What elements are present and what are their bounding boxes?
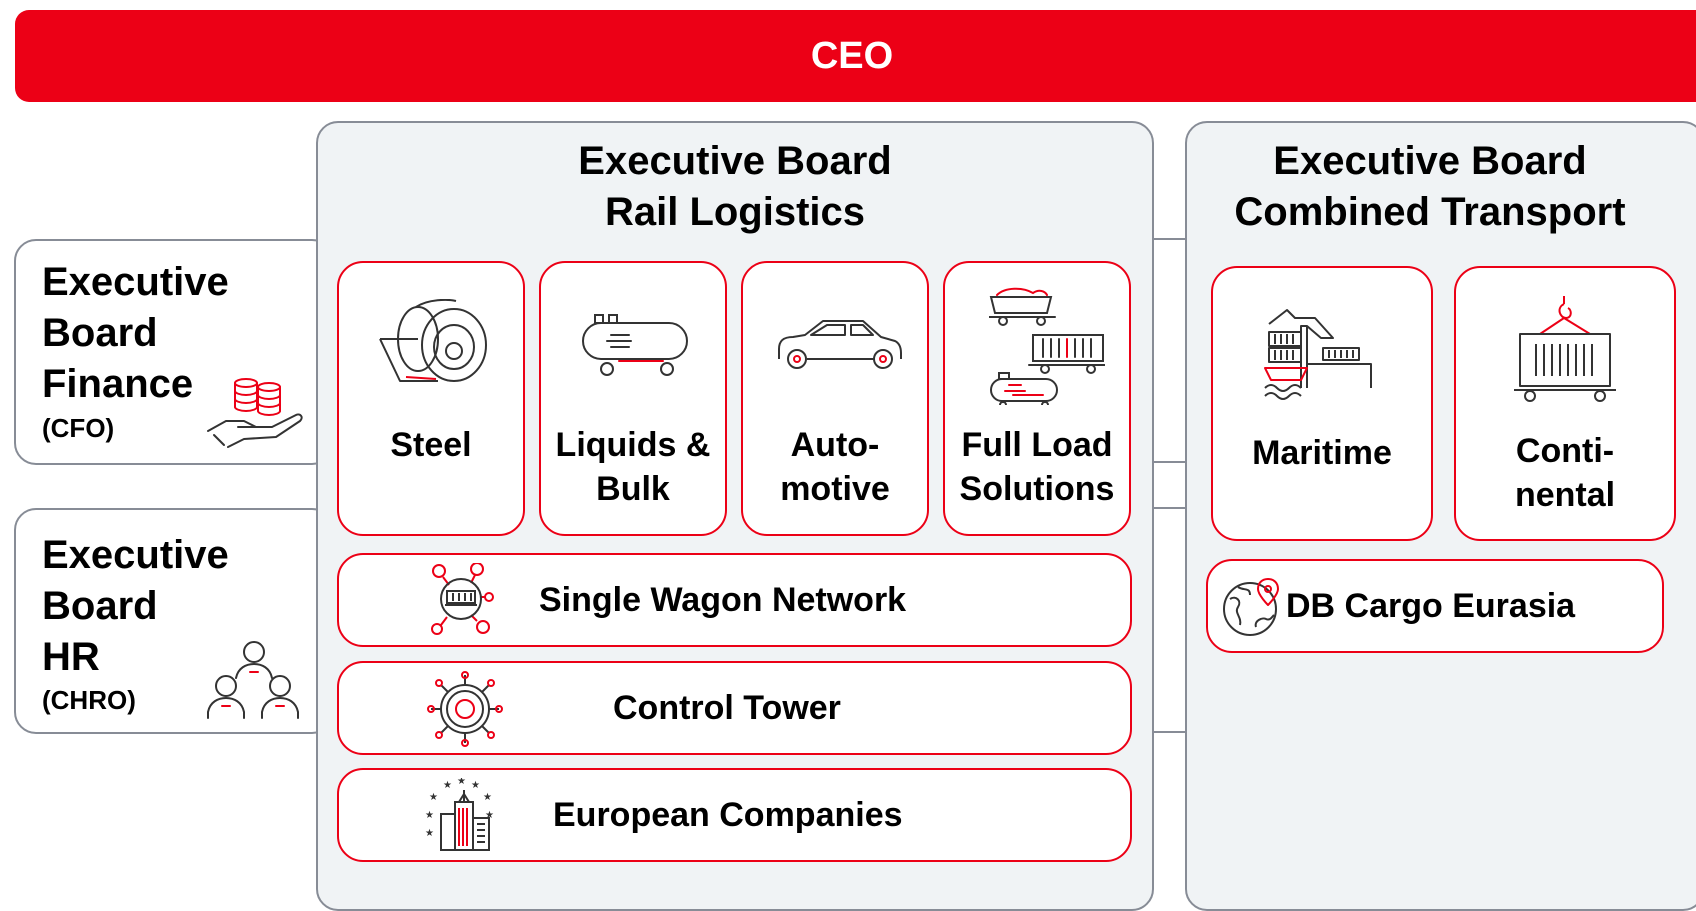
hr-board-title: Executive Board HR	[42, 533, 229, 679]
svg-text:★: ★	[443, 780, 452, 791]
unit-label: Auto- motive	[780, 426, 890, 508]
steel-coil-icon	[376, 299, 488, 385]
bar-label: European Companies	[553, 795, 903, 834]
container-crane-icon	[1510, 294, 1620, 404]
car-icon	[773, 315, 903, 375]
finance-board-title: Executive Board Finance	[42, 260, 229, 406]
bar-label: Single Wagon Network	[539, 580, 907, 619]
freight-wagons-icon	[989, 285, 1105, 405]
port-crane-icon	[1263, 304, 1383, 400]
unit-full-load-solutions[interactable]: Full Load Solutions	[943, 261, 1131, 536]
svg-text:★: ★	[483, 792, 492, 803]
bar-control-tower[interactable]: Control Tower	[337, 661, 1132, 755]
unit-maritime[interactable]: Maritime	[1211, 266, 1433, 541]
connector-line	[1152, 461, 1186, 463]
svg-text:★: ★	[471, 780, 480, 791]
steering-wheel-icon	[427, 671, 503, 747]
connector-line	[1152, 238, 1186, 240]
ceo-label: CEO	[810, 34, 894, 77]
hr-board-abbr: (CHRO)	[42, 685, 136, 715]
finance-board-abbr: (CFO)	[42, 413, 115, 443]
svg-text:★: ★	[425, 810, 434, 821]
unit-label: Maritime	[1252, 434, 1392, 472]
unit-label: Full Load Solutions	[959, 426, 1115, 508]
connector-line	[1152, 507, 1186, 509]
hand-coins-icon	[204, 375, 314, 451]
finance-board-box: Executive Board Finance (CFO)	[14, 239, 334, 465]
unit-continental[interactable]: Conti- nental	[1454, 266, 1676, 541]
bar-label: Control Tower	[613, 688, 841, 727]
unit-label: Liquids & Bulk	[555, 426, 711, 508]
connector-line	[1152, 731, 1186, 733]
unit-automotive[interactable]: Auto- motive	[741, 261, 929, 536]
bar-single-wagon-network[interactable]: Single Wagon Network	[337, 553, 1132, 647]
unit-liquids-bulk[interactable]: Liquids & Bulk	[539, 261, 727, 536]
unit-steel[interactable]: Steel	[337, 261, 525, 536]
bar-label: DB Cargo Eurasia	[1286, 586, 1576, 625]
svg-text:★: ★	[425, 828, 434, 839]
bar-european-companies[interactable]: ★★ ★★ ★★ ★★ European Companies	[337, 768, 1132, 862]
unit-label: Conti- nental	[1514, 432, 1616, 514]
svg-text:★: ★	[485, 810, 494, 821]
city-stars-icon: ★★ ★★ ★★ ★★	[423, 778, 499, 854]
svg-text:★: ★	[429, 792, 438, 803]
globe-pin-icon	[1220, 575, 1284, 639]
hr-board-box: Executive Board HR (CHRO)	[14, 508, 334, 734]
svg-text:★: ★	[457, 778, 466, 787]
rail-logistics-title: Executive Board Rail Logistics	[578, 139, 892, 234]
people-group-icon	[206, 638, 302, 722]
combined-transport-title: Executive Board Combined Transport	[1234, 139, 1626, 234]
ceo-header: CEO	[15, 10, 1696, 102]
unit-label: Steel	[390, 426, 472, 464]
bar-db-cargo-eurasia[interactable]: DB Cargo Eurasia	[1206, 559, 1664, 653]
wagon-network-icon	[425, 563, 499, 637]
tank-wagon-icon	[579, 313, 691, 379]
